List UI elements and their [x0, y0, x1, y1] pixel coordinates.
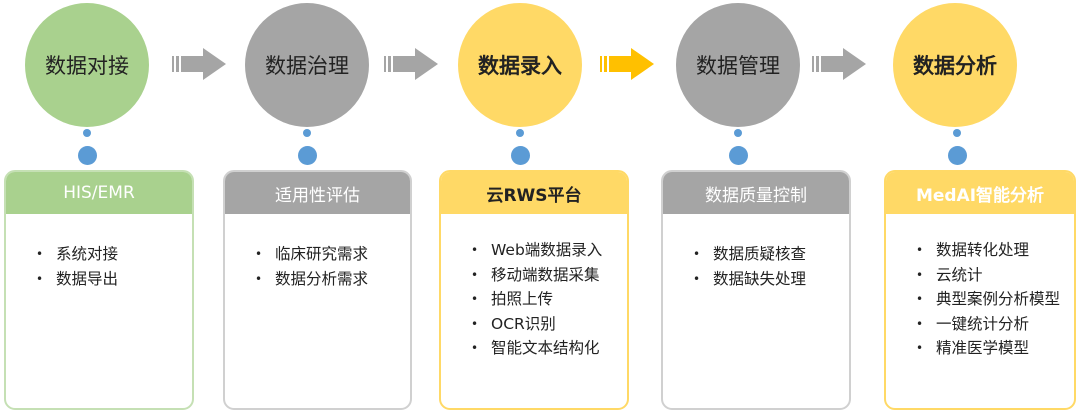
- card-list: •数据转化处理 •云统计 •典型案例分析模型 •一键统计分析 •精准医学模型: [886, 214, 1074, 361]
- card-list: •临床研究需求 •数据分析需求: [225, 214, 410, 291]
- list-item: •拍照上传: [471, 290, 554, 308]
- connector-dot: [948, 146, 967, 165]
- list-item: •数据缺失处理: [693, 269, 807, 288]
- circle-label: 数据对接: [45, 54, 129, 78]
- list-item: •智能文本结构化: [471, 339, 600, 357]
- arrow-right-icon: [812, 48, 866, 80]
- circle-data-governance: 数据治理: [245, 3, 369, 127]
- connector-dot-small: [83, 129, 91, 137]
- list-item: •数据质疑核查: [693, 245, 807, 263]
- list-item: •移动端数据采集: [471, 265, 600, 284]
- list-item: •典型案例分析模型: [916, 290, 1061, 308]
- card-list: •数据质疑核查 •数据缺失处理: [663, 214, 849, 291]
- card-header-label: 云RWS平台: [486, 185, 582, 206]
- list-item: •一键统计分析: [916, 314, 1030, 333]
- arrow-right-icon: [384, 48, 438, 80]
- connector-dot-small: [734, 129, 742, 137]
- list-item: •数据导出: [36, 269, 119, 288]
- list-item: •精准医学模型: [916, 339, 1030, 357]
- list-item: •数据转化处理: [916, 241, 1030, 259]
- circle-data-management: 数据管理: [676, 3, 800, 127]
- connector-dot-small: [303, 129, 311, 137]
- stage-card-analysis: MedAI智能分析 •数据转化处理 •云统计 •典型案例分析模型 •一键统计分析…: [884, 170, 1076, 410]
- list-item: •临床研究需求: [255, 245, 369, 263]
- card-header-label: HIS/EMR: [63, 183, 135, 203]
- circle-label: 数据治理: [265, 54, 349, 78]
- card-header-label: 适用性评估: [275, 185, 360, 206]
- card-list: •系统对接 •数据导出: [6, 214, 192, 291]
- connector-dot-small: [516, 129, 524, 137]
- arrow-right-icon: [172, 48, 226, 80]
- circle-data-integration: 数据对接: [25, 3, 149, 127]
- list-item: •系统对接: [36, 245, 119, 263]
- card-list: •Web端数据录入 •移动端数据采集 •拍照上传 •OCR识别 •智能文本结构化: [441, 214, 627, 361]
- connector-dot-small: [953, 129, 961, 137]
- connector-dot: [78, 146, 97, 165]
- list-item: •OCR识别: [471, 314, 556, 333]
- stage-card-management: 数据质量控制 •数据质疑核查 •数据缺失处理: [661, 170, 851, 410]
- arrow-right-icon: [600, 48, 654, 80]
- card-header: 适用性评估: [225, 172, 410, 214]
- circle-data-analysis: 数据分析: [893, 3, 1017, 127]
- circle-label: 数据录入: [478, 54, 562, 78]
- stage-card-entry: 云RWS平台 •Web端数据录入 •移动端数据采集 •拍照上传 •OCR识别 •…: [439, 170, 629, 410]
- connector-dot: [511, 146, 530, 165]
- connector-dot: [298, 146, 317, 165]
- stage-card-integration: HIS/EMR •系统对接 •数据导出: [4, 170, 194, 410]
- card-header: 数据质量控制: [663, 172, 849, 214]
- card-header: 云RWS平台: [441, 172, 627, 214]
- circle-data-entry: 数据录入: [458, 3, 582, 127]
- list-item: •Web端数据录入: [471, 241, 603, 259]
- list-item: •云统计: [916, 265, 983, 284]
- card-header: HIS/EMR: [6, 172, 192, 214]
- circle-label: 数据管理: [696, 54, 780, 78]
- list-item: •数据分析需求: [255, 269, 369, 288]
- circle-label: 数据分析: [913, 54, 997, 78]
- stage-card-governance: 适用性评估 •临床研究需求 •数据分析需求: [223, 170, 412, 410]
- card-header-label: 数据质量控制: [705, 185, 807, 206]
- card-header-label: MedAI智能分析: [915, 185, 1045, 206]
- card-header: MedAI智能分析: [886, 172, 1074, 214]
- connector-dot: [729, 146, 748, 165]
